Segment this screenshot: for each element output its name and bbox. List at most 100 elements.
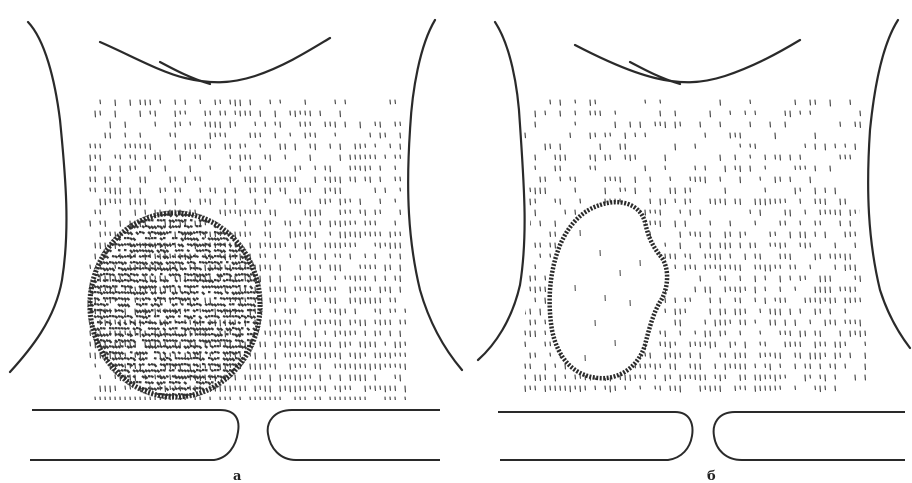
- texture-mark: [244, 262, 247, 264]
- texture-mark: [211, 358, 214, 361]
- bottom-bars-b: [498, 412, 905, 460]
- texture-mark: [259, 358, 262, 359]
- texture-mark: [130, 346, 133, 348]
- texture-mark: [211, 304, 214, 306]
- texture-mark: [223, 238, 226, 239]
- texture-mark: [178, 316, 181, 317]
- texture-mark: [127, 280, 130, 282]
- texture-mark: [88, 214, 91, 216]
- texture-mark: [175, 340, 178, 342]
- texture-mark: [241, 220, 244, 221]
- texture-mark: [244, 274, 247, 275]
- texture-mark: [136, 274, 139, 276]
- texture-mark: [139, 262, 142, 263]
- texture-mark: [181, 328, 184, 329]
- texture-mark: [160, 268, 163, 271]
- texture-mark: [184, 346, 187, 349]
- texture-mark: [172, 262, 175, 264]
- texture-mark: [139, 316, 142, 317]
- texture-mark: [118, 250, 121, 251]
- texture-mark: [217, 340, 220, 341]
- texture-mark: [217, 394, 220, 397]
- texture-mark: [247, 358, 250, 359]
- texture-mark: [118, 358, 121, 359]
- texture-mark: [238, 298, 241, 300]
- texture-mark: [214, 376, 217, 379]
- texture-mark: [118, 382, 121, 385]
- texture-mark: [205, 280, 208, 282]
- texture-mark: [169, 334, 172, 336]
- texture-mark: [169, 220, 172, 222]
- texture-mark: [124, 328, 127, 329]
- texture-mark: [106, 334, 109, 336]
- texture-mark: [238, 322, 241, 324]
- texture-mark: [205, 328, 208, 331]
- texture-mark: [241, 346, 244, 348]
- texture-mark: [211, 352, 214, 354]
- texture-mark: [256, 394, 259, 395]
- texture-mark: [112, 256, 115, 257]
- texture-mark: [109, 268, 112, 270]
- texture-mark: [199, 370, 202, 372]
- texture-mark: [214, 358, 217, 359]
- texture-mark: [232, 250, 235, 252]
- texture-mark: [97, 244, 100, 247]
- texture-mark: [226, 352, 229, 354]
- texture-mark: [91, 226, 94, 229]
- texture-mark: [88, 364, 91, 365]
- texture-mark: [142, 352, 145, 355]
- texture-mark: [214, 286, 217, 288]
- texture-mark: [124, 292, 127, 293]
- texture-mark: [151, 220, 154, 221]
- texture-mark: [256, 388, 259, 390]
- texture-mark: [220, 340, 223, 341]
- texture-mark: [202, 274, 205, 277]
- texture-mark: [121, 214, 124, 217]
- texture-mark: [190, 226, 193, 227]
- texture-mark: [178, 298, 181, 299]
- texture-mark: [214, 250, 217, 251]
- texture-mark: [181, 376, 184, 379]
- panel-a: а: [10, 20, 462, 483]
- texture-mark: [217, 220, 220, 221]
- texture-mark: [238, 274, 241, 275]
- texture-mark: [124, 256, 127, 257]
- texture-mark: [205, 394, 208, 397]
- texture-mark: [148, 382, 151, 384]
- texture-mark: [226, 334, 229, 335]
- texture-mark: [211, 268, 214, 270]
- texture-mark: [166, 232, 169, 234]
- texture-mark: [190, 238, 193, 240]
- texture-mark: [223, 370, 226, 371]
- texture-mark: [217, 328, 220, 330]
- texture-mark: [103, 262, 106, 263]
- texture-mark: [205, 244, 208, 245]
- texture-mark: [133, 256, 136, 257]
- texture-mark: [196, 388, 199, 389]
- texture-mark: [109, 370, 112, 373]
- texture-mark: [154, 334, 157, 335]
- texture-mark: [247, 394, 250, 396]
- texture-mark: [130, 292, 133, 294]
- texture-mark: [244, 238, 247, 241]
- texture-mark: [106, 268, 109, 271]
- texture-mark: [238, 238, 241, 239]
- texture-mark: [118, 280, 121, 282]
- texture-mark: [118, 364, 121, 366]
- texture-mark: [163, 244, 166, 245]
- texture-mark: [121, 388, 124, 390]
- texture-mark: [208, 238, 211, 240]
- texture-mark: [250, 280, 253, 281]
- texture-mark: [124, 286, 127, 287]
- texture-mark: [139, 304, 142, 306]
- texture-mark: [256, 346, 259, 347]
- texture-mark: [142, 274, 145, 276]
- texture-mark: [217, 250, 220, 251]
- texture-mark: [220, 268, 223, 269]
- texture-mark: [172, 346, 175, 347]
- texture-mark: [211, 376, 214, 377]
- texture-mark: [202, 238, 205, 239]
- texture-mark: [157, 352, 160, 353]
- texture-mark: [229, 346, 232, 348]
- texture-mark: [232, 364, 235, 365]
